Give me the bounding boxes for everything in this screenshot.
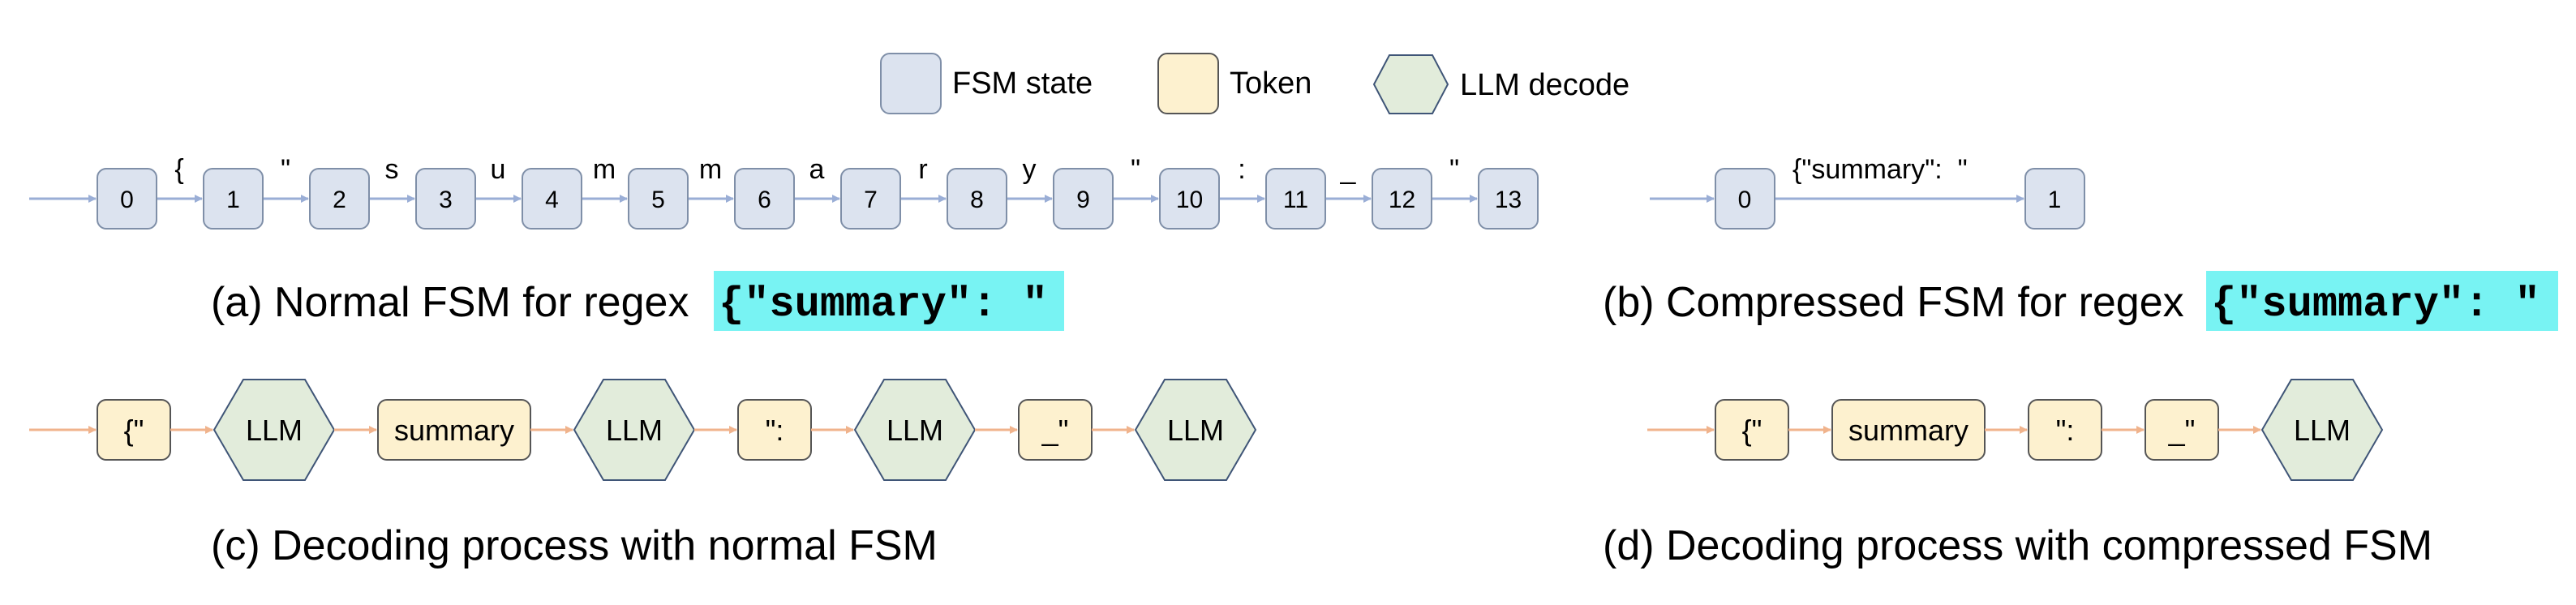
panel-a-state-10	[1159, 168, 1220, 230]
legend-llm-label: LLM decode	[1460, 68, 1629, 102]
panel-d-token-label: summary	[1848, 414, 1968, 447]
panel-b-caption: (b) Compressed FSM for regex	[1603, 279, 2184, 326]
panel-a-state-12	[1372, 168, 1432, 230]
panel-a-state-9	[1053, 168, 1114, 230]
legend-state-swatch	[880, 53, 942, 114]
panel-a-edge-label: {	[174, 154, 183, 185]
panel-a-edge-label: u	[491, 154, 506, 185]
legend-llm-swatch	[1372, 54, 1449, 114]
panel-a-state-7	[840, 168, 901, 230]
panel-a-state-4	[522, 168, 582, 230]
panel-c-token-label: ":	[766, 414, 784, 447]
panel-b-compressed-fsm: {"summary": " 0 1 (b) Compressed FSM for…	[1603, 154, 2558, 331]
panel-c-token-label: {"	[124, 414, 144, 447]
panel-d-token-label: {"	[1742, 414, 1762, 447]
panel-a-edge-label: "	[281, 154, 290, 185]
panel-a-state-13	[1478, 168, 1539, 230]
legend: FSM state Token LLM decode	[880, 53, 1629, 114]
panel-a-state-5	[628, 168, 689, 230]
panel-b-caption-prefix: (b) Compressed FSM for regex	[1603, 279, 2184, 326]
panel-a-state-label: 8	[970, 187, 984, 213]
panel-a-edge-label: s	[385, 154, 399, 185]
panel-b-state-0	[1715, 168, 1775, 230]
panel-a-state-6	[734, 168, 795, 230]
panel-a-caption-prefix: (a) Normal FSM for regex	[211, 279, 689, 326]
panel-a-state-label: 11	[1283, 187, 1308, 213]
panel-a-state-label: 13	[1495, 187, 1522, 213]
panel-b-edge-label: {"summary": "	[1792, 154, 1968, 185]
panel-a-state-8	[947, 168, 1007, 230]
panel-a-state-label: 0	[120, 187, 134, 213]
panel-c-token-label: _"	[1041, 414, 1069, 447]
panel-c-llm-label: LLM	[246, 414, 303, 447]
panel-d-llm-label: LLM	[2294, 414, 2351, 447]
panel-c-llm-label: LLM	[606, 414, 663, 447]
panel-a-edge-label: "	[1449, 154, 1459, 185]
panel-a-edge-label: r	[918, 154, 927, 185]
panel-a-state-label: 5	[651, 187, 665, 213]
panel-c-llm-label: LLM	[887, 414, 943, 447]
panel-a-edge-label: a	[809, 154, 825, 185]
panel-a-state-label: 9	[1076, 187, 1090, 213]
panel-a-state-label: 4	[545, 187, 559, 213]
panel-d-token-label: ":	[2056, 414, 2075, 447]
legend-token-swatch	[1157, 53, 1219, 114]
panel-a-regex: {"summary": "	[719, 281, 1048, 328]
panel-b-state-0-label: 0	[1738, 187, 1752, 213]
panel-a-edge-label: m	[593, 154, 616, 185]
panel-d-token-label: _"	[2168, 414, 2196, 447]
panel-a-state-label: 6	[758, 187, 771, 213]
panel-c-normal-decoding: {" LLM summary LLM ": LLM _" LLM (c) Decoding p…	[29, 379, 1257, 569]
panel-c-llm-label: LLM	[1167, 414, 1224, 447]
panel-a-state-label: 3	[439, 187, 453, 213]
panel-a-state-1	[203, 168, 264, 230]
panel-a-state-11	[1265, 168, 1326, 230]
panel-a-regex-highlight	[714, 271, 1064, 331]
panel-a-edge-label: y	[1023, 154, 1037, 185]
legend-token-label: Token	[1230, 67, 1312, 101]
panel-a-state-0	[97, 168, 157, 230]
panel-b-regex: {"summary": "	[2211, 281, 2540, 328]
panel-d-llm-hexagon	[2260, 379, 2384, 481]
panel-a-state-3	[415, 168, 476, 230]
panel-a-state-label: 2	[333, 187, 346, 213]
panel-a-edge-label: m	[699, 154, 722, 185]
panel-d-caption: (d) Decoding process with compressed FSM	[1603, 522, 2432, 569]
panel-a-edge-label: "	[1131, 154, 1140, 185]
panel-b-state-1	[2024, 168, 2085, 230]
panel-c-caption: (c) Decoding process with normal FSM	[211, 522, 938, 569]
panel-a-state-label: 7	[864, 187, 878, 213]
legend-state-label: FSM state	[952, 67, 1093, 101]
panel-a-edge-label: :	[1238, 154, 1245, 185]
panel-a-caption: (a) Normal FSM for regex	[211, 279, 689, 326]
panel-d-compressed-decoding: {" summary ": _" LLM (d) Decoding process wi…	[1603, 379, 2432, 569]
panel-b-state-1-label: 1	[2048, 187, 2062, 213]
panel-a-state-2	[309, 168, 370, 230]
panel-a-edge-label: _	[1340, 154, 1357, 185]
panel-a-state-label: 1	[226, 187, 240, 213]
panel-a-state-label: 10	[1176, 187, 1203, 213]
panel-b-regex-highlight	[2206, 271, 2558, 331]
panel-c-token-label: summary	[394, 414, 514, 447]
panel-a-state-label: 12	[1389, 187, 1415, 213]
panel-c-llm-hexagon	[1134, 379, 1257, 481]
